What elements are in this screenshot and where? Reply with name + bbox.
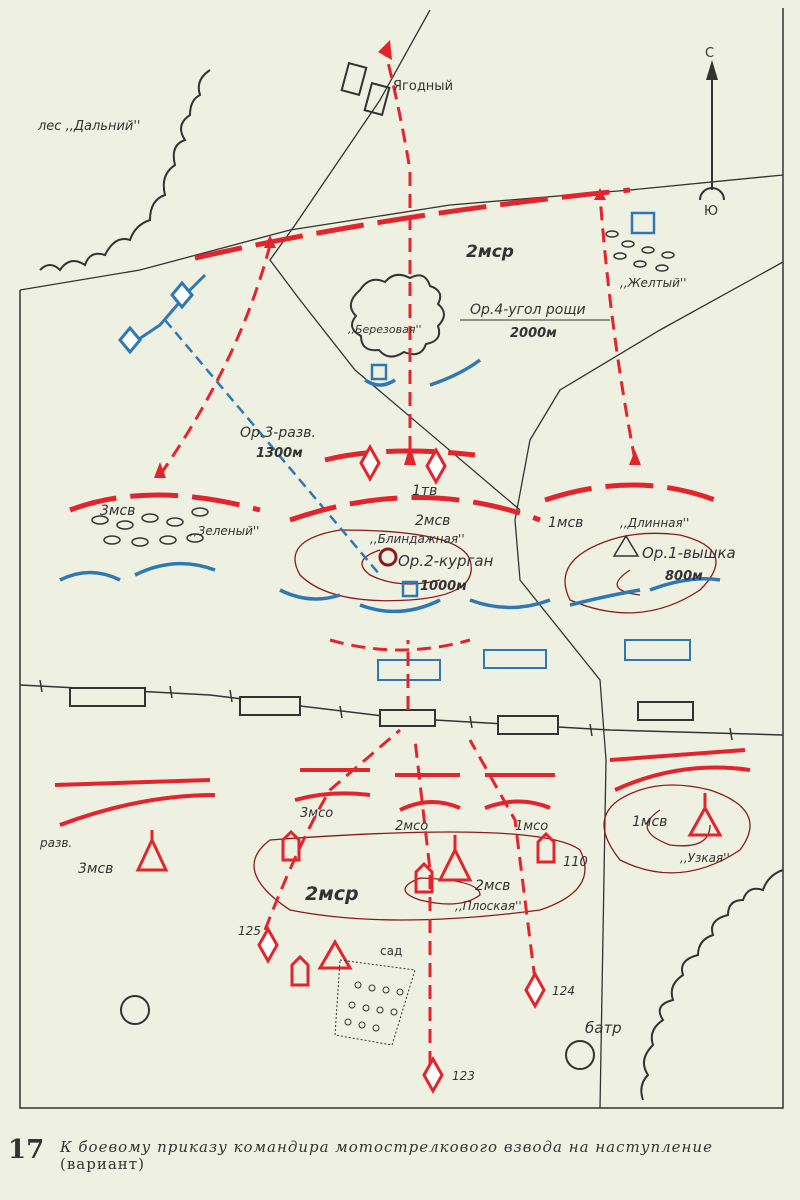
label-yellow: ,,Желтый'' [620, 276, 686, 290]
yellow-grove [605, 230, 675, 272]
enemy-tank-icon [401, 580, 419, 598]
label-lm4-name: Ор.4-угол рощи [470, 302, 586, 318]
label-lm1-dist: 800м [665, 569, 703, 584]
enemy-trenches [59, 358, 721, 614]
north-arrow-icon [699, 60, 725, 201]
tactical-map: лес ,,Дальний'' Ягодный С Ю 2мср ,,Желты… [19, 8, 784, 1109]
green-grove [91, 507, 209, 547]
advance-arrowheads [154, 40, 641, 478]
label-vehicle-125: 125 [238, 924, 261, 938]
label-mso-3: 3мсо [300, 806, 333, 821]
map-labels: лес ,,Дальний'' Ягодный С Ю 2мср ,,Желты… [37, 46, 736, 1083]
map-frame [19, 8, 784, 1109]
village-buildings [340, 61, 391, 117]
label-msv-2-bottom: 2мсв [475, 878, 510, 894]
tank-diamond-icon [425, 448, 447, 484]
label-height-110: 110 [563, 855, 588, 870]
caption-subtitle: (вариант) [60, 1155, 145, 1173]
label-dugout: ,,Блиндажная'' [370, 532, 465, 546]
vehicle-123-icon [422, 1057, 444, 1093]
label-garden: сад [380, 944, 402, 958]
label-lm3-name: Ор.3-разв. [240, 425, 316, 441]
label-msv-1: 1мсв [548, 515, 583, 531]
enemy-post-icon [630, 211, 656, 235]
label-narrow: ,,Узкая'' [680, 851, 730, 865]
label-lm3-dist: 1300м [256, 446, 303, 461]
platoon-strongpoints [135, 793, 723, 987]
vehicle-125-icon [257, 927, 279, 963]
enemy-minefields [377, 639, 691, 681]
label-flat: ,,Плоская'' [455, 899, 522, 913]
mound-icon [378, 547, 398, 567]
label-mso-2: 2мсо [395, 819, 428, 834]
caption-title: К боевому приказу командира мотострелков… [60, 1138, 713, 1156]
bottom-left-symbol-icon [120, 995, 150, 1025]
label-recon: разв. [39, 836, 72, 850]
label-company-2-bottom: 2мср [305, 883, 359, 905]
road-east-west [19, 174, 784, 291]
vehicle-124-icon [524, 972, 546, 1008]
caption-text: К боевому приказу командира мотострелков… [60, 1139, 713, 1173]
label-vehicle-124: 124 [552, 984, 575, 998]
label-lm4-dist: 2000м [510, 326, 557, 341]
forest-edge-far [39, 69, 211, 272]
label-msv-1-right: 1мсв [632, 814, 667, 830]
enemy-observation-post-icon [370, 363, 388, 381]
minefields [69, 687, 694, 735]
garden [334, 959, 416, 1046]
own-advance-routes [158, 49, 637, 1065]
label-birch: ,,Березовая'' [348, 323, 422, 336]
label-north: С [705, 46, 714, 61]
forest-edge-bottom [640, 869, 784, 1101]
label-vehicle-123: 123 [452, 1069, 475, 1083]
label-green: ,,Зеленый'' [190, 524, 259, 538]
label-long: ,,Длинная'' [620, 516, 689, 530]
label-south: Ю [704, 204, 718, 219]
label-company-2-top: 2мср [466, 242, 514, 262]
label-lm1-name: Ор.1-вышка [642, 544, 736, 562]
label-lm2-name: Ор.2-курган [398, 552, 494, 570]
label-lm2-dist: 1000м [420, 579, 467, 594]
figure-number: 17 [8, 1135, 45, 1165]
label-forest-far: лес ,,Дальний'' [37, 119, 141, 134]
label-msv-2: 2мсв [415, 513, 450, 529]
label-tank-1: 1тв [412, 483, 437, 499]
battery-symbol-icon [565, 1040, 595, 1070]
label-msv-3-left: 3мсв [78, 861, 113, 877]
own-positions [54, 748, 751, 827]
label-msv-3: 3мсв [100, 503, 135, 519]
own-objective-lines [69, 187, 716, 523]
birch-grove [349, 273, 445, 358]
wire-ticks [39, 679, 733, 741]
road-east [514, 261, 784, 1109]
tower-icon [612, 534, 640, 557]
label-village: Ягодный [393, 79, 453, 94]
label-battery: батр [585, 1019, 622, 1037]
enemy-blue-obs-line [118, 273, 381, 576]
road-north [269, 9, 521, 511]
label-mso-1: 1мсо [515, 819, 548, 834]
